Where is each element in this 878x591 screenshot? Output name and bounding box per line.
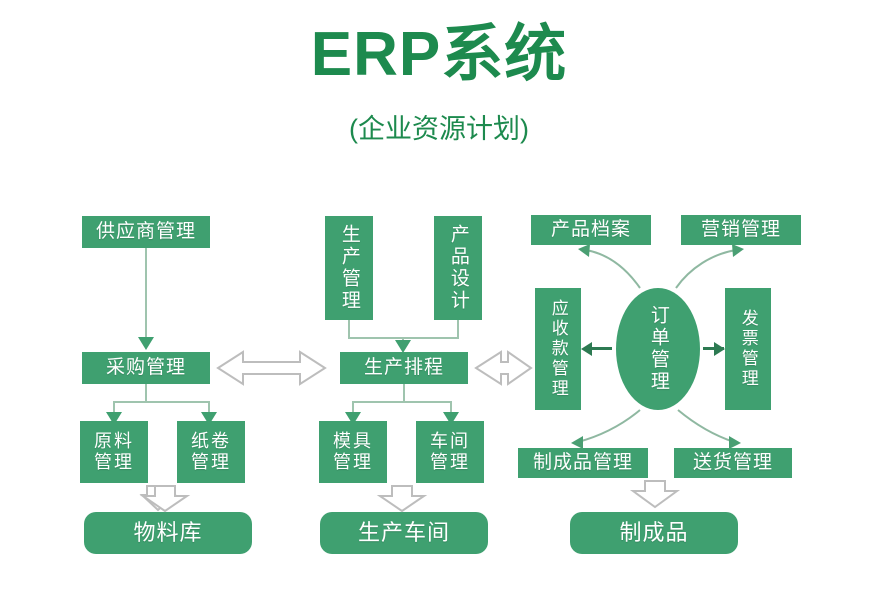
connector-schedule-stem-down [403,384,405,402]
connector-schedule-to-workshop-drop [450,401,452,415]
node-receivables-management[interactable]: 应收款管理 [535,288,581,410]
node-paper-roll-management[interactable]: 纸卷 管理 [177,421,245,483]
connector-purchase-split-bar [113,401,210,403]
page-title: ERP系统 [310,20,568,89]
node-workshop-management[interactable]: 车间 管理 [416,421,484,483]
connector-purchase-to-paper-drop [208,401,210,415]
node-production-schedule[interactable]: 生产排程 [340,352,468,384]
arrow-purchase-to-schedule [216,350,327,386]
arrow-materials-to-warehouse [139,485,177,512]
arrow-order-to-delivery [677,409,741,449]
node-order-management[interactable]: 订单管理 [616,288,700,410]
connector-order-to-receivables-line [590,347,612,350]
node-raw-material-management[interactable]: 原料 管理 [80,421,148,483]
arrow-order-to-marketing [675,244,744,289]
node-supplier-management[interactable]: 供应商管理 [82,216,210,248]
arrow-order-to-finished-goods-mgmt [571,409,641,449]
node-purchase-management[interactable]: 采购管理 [82,352,210,384]
connector-design-drop [457,320,459,338]
node-finished-goods-management[interactable]: 制成品管理 [518,448,648,478]
connector-to-schedule-arrowhead [395,340,411,353]
connector-production-drop [348,320,350,338]
node-product-archive[interactable]: 产品档案 [531,215,651,245]
arrow-finished-to-product [629,480,681,509]
node-delivery-management[interactable]: 送货管理 [674,448,792,478]
connector-order-to-invoice-line [703,347,724,350]
arrow-production-to-workshop [376,485,428,513]
node-material-warehouse[interactable]: 物料库 [84,512,252,554]
connector-order-to-receivables-arrowhead [581,342,592,356]
node-production-workshop[interactable]: 生产车间 [320,512,488,554]
connector-purchase-to-raw-drop [113,401,115,415]
node-mold-management[interactable]: 模具 管理 [319,421,387,483]
arrow-order-to-product-archive [578,244,641,289]
connector-supplier-to-purchase-line [145,248,147,340]
node-production-management[interactable]: 生产管理 [325,216,373,320]
connector-supplier-to-purchase-arrowhead [138,337,154,350]
connector-schedule-split-bar [352,401,452,403]
arrow-schedule-to-receivables [474,350,533,386]
connector-order-to-invoice-arrowhead [714,342,725,356]
node-invoice-management[interactable]: 发票管理 [725,288,771,410]
node-product-design[interactable]: 产品设计 [434,216,482,320]
arrow-materials-to-warehouse-shape [139,485,191,513]
page-subtitle: (企业资源计划) [349,114,529,144]
node-finished-goods[interactable]: 制成品 [570,512,738,554]
connector-purchase-stem [145,384,147,402]
connector-schedule-to-mold-drop [352,401,354,415]
node-marketing-management[interactable]: 营销管理 [681,215,801,245]
